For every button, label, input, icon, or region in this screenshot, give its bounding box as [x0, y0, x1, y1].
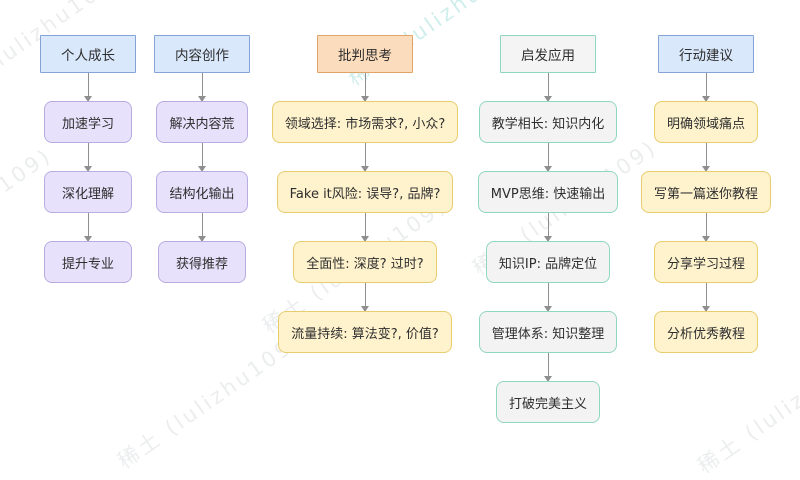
flow-header: 行动建议 [658, 35, 754, 73]
flow-header: 启发应用 [500, 35, 596, 73]
flow-node: 加速学习 [44, 101, 132, 143]
flow-node: 获得推荐 [158, 241, 246, 283]
flow-node: 打破完美主义 [495, 381, 600, 423]
flow-node: MVP思维: 快速输出 [477, 171, 619, 213]
arrow-down-icon [360, 143, 369, 172]
flow-node: 教学相长: 知识内化 [478, 101, 618, 143]
arrow-down-icon [543, 73, 552, 102]
arrow-down-icon [83, 73, 92, 102]
flow-header: 批判思考 [317, 35, 413, 73]
arrow-down-icon [360, 213, 369, 242]
flow-node: 全面性: 深度? 过时? [293, 241, 437, 283]
flow-node: Fake it风险: 误导?, 品牌? [276, 171, 454, 213]
flow-node: 知识IP: 品牌定位 [485, 241, 611, 283]
arrow-down-icon [701, 283, 710, 312]
flow-node: 提升专业 [44, 241, 132, 283]
arrow-down-icon [543, 353, 552, 382]
flow-header: 内容创作 [154, 35, 250, 73]
flow-column-content-creation: 内容创作 解决内容荒 结构化输出 获得推荐 [122, 35, 282, 283]
arrow-down-icon [543, 143, 552, 172]
flow-node: 写第一篇迷你教程 [640, 171, 771, 213]
flow-node: 领域选择: 市场需求?, 小众? [271, 101, 459, 143]
flow-node: 管理体系: 知识整理 [478, 311, 618, 353]
arrow-down-icon [360, 283, 369, 312]
flow-node: 明确领域痛点 [653, 101, 758, 143]
arrow-down-icon [543, 283, 552, 312]
flow-node: 结构化输出 [156, 171, 248, 213]
arrow-down-icon [83, 213, 92, 242]
arrow-down-icon [701, 73, 710, 102]
flow-column-critical-thinking: 批判思考 领域选择: 市场需求?, 小众? Fake it风险: 误导?, 品牌… [263, 35, 467, 353]
flow-column-personal-growth: 个人成长 加速学习 深化理解 提升专业 [8, 35, 168, 283]
arrow-down-icon [360, 73, 369, 102]
flow-node: 深化理解 [44, 171, 132, 213]
flow-node: 流量持续: 算法变?, 价值? [278, 311, 452, 353]
arrow-down-icon [197, 213, 206, 242]
flow-column-action-advice: 行动建议 明确领域痛点 写第一篇迷你教程 分享学习过程 分析优秀教程 [608, 35, 800, 353]
arrow-down-icon [701, 143, 710, 172]
flow-column-inspired-application: 启发应用 教学相长: 知识内化 MVP思维: 快速输出 知识IP: 品牌定位 管… [446, 35, 650, 423]
flow-node: 解决内容荒 [156, 101, 248, 143]
arrow-down-icon [701, 213, 710, 242]
arrow-down-icon [543, 213, 552, 242]
flow-node: 分析优秀教程 [653, 311, 758, 353]
arrow-down-icon [83, 143, 92, 172]
arrow-down-icon [197, 73, 206, 102]
flow-header: 个人成长 [40, 35, 136, 73]
arrow-down-icon [197, 143, 206, 172]
flow-node: 分享学习过程 [653, 241, 758, 283]
